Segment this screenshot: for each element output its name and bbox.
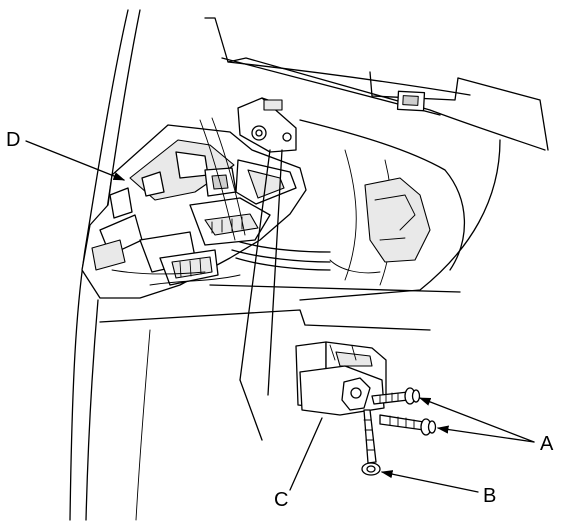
lower-bracket bbox=[295, 341, 387, 416]
wiring-harness bbox=[199, 117, 331, 271]
bolt-lower bbox=[379, 414, 437, 436]
glovebox-interior bbox=[329, 177, 431, 274]
label-a: A bbox=[540, 433, 554, 455]
label-c: C bbox=[274, 489, 288, 511]
arrow-a-lower bbox=[436, 425, 535, 443]
label-b: B bbox=[483, 485, 496, 507]
label-d: D bbox=[6, 129, 20, 151]
screw bbox=[361, 409, 381, 476]
leader-c bbox=[289, 417, 323, 491]
arrow-d bbox=[25, 140, 126, 181]
leader-arrows bbox=[25, 140, 535, 493]
bolts bbox=[371, 387, 437, 436]
glovebox-opening bbox=[99, 17, 549, 331]
arrow-b bbox=[380, 470, 479, 493]
upper-bracket bbox=[237, 97, 297, 153]
bolt-upper bbox=[371, 387, 421, 405]
arrow-a-upper bbox=[418, 397, 535, 443]
fuse-relay-box bbox=[81, 124, 307, 299]
support-strut bbox=[239, 149, 283, 441]
